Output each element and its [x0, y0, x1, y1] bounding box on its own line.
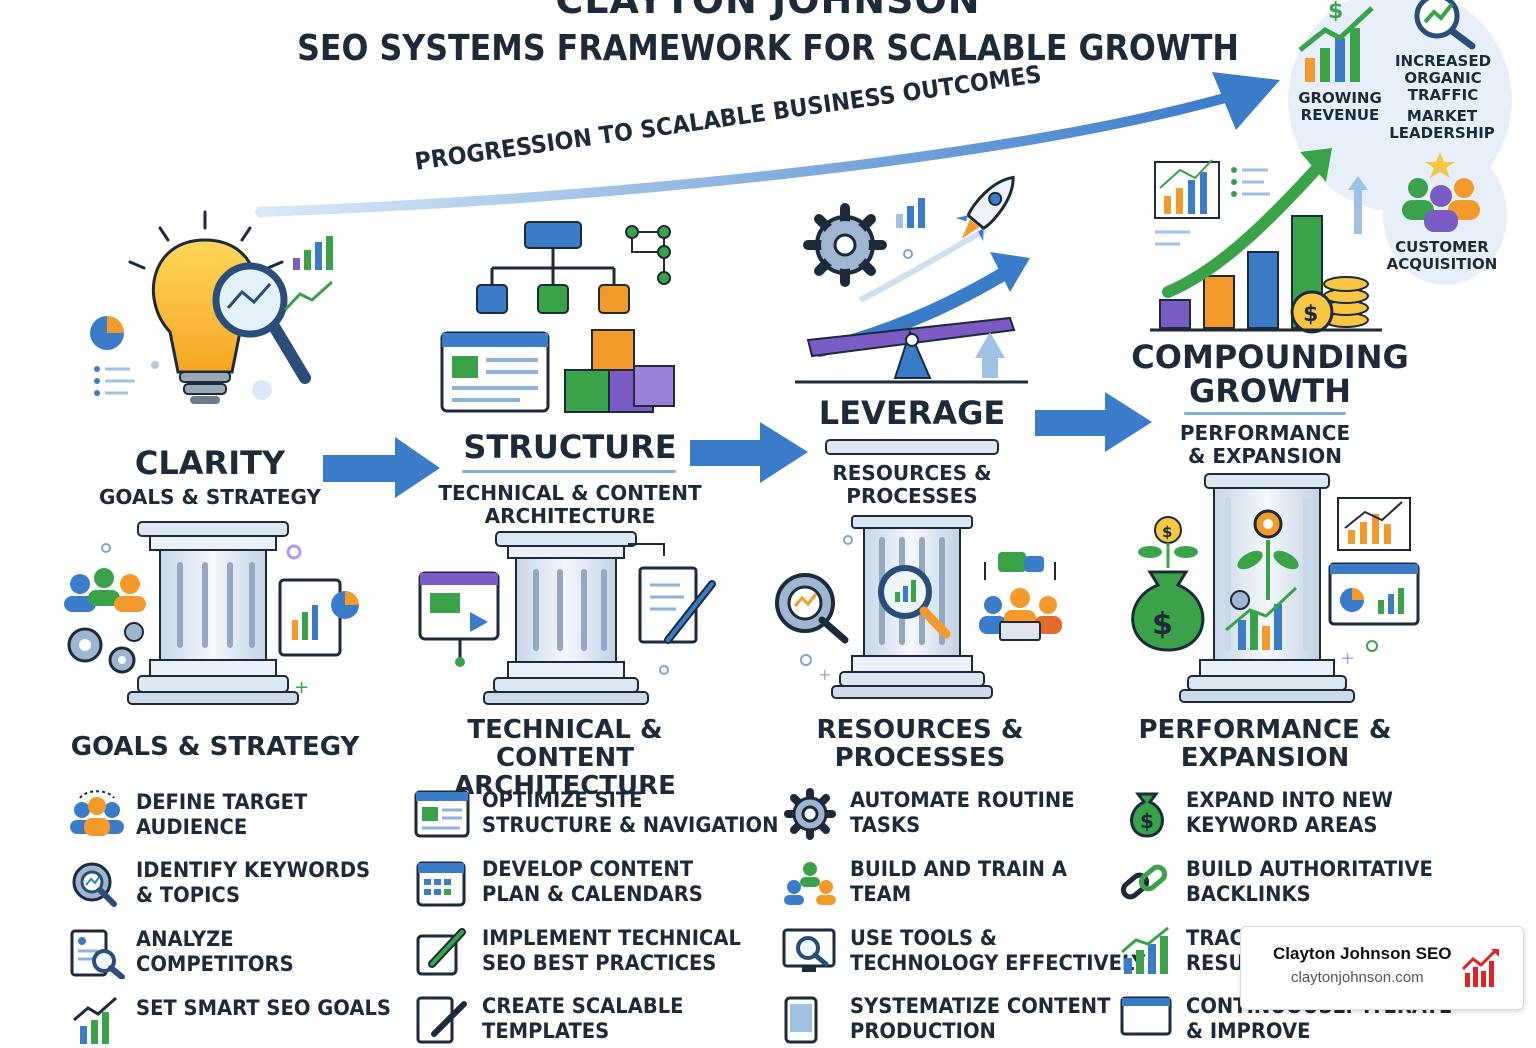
stage-title-clarity: CLARITY: [134, 444, 286, 482]
calendar-icon: [416, 861, 466, 907]
svg-text:$: $: [1162, 523, 1172, 541]
svg-text:+: +: [294, 677, 309, 698]
outcome-growing-revenue: GROWING REVENUE: [1298, 89, 1382, 124]
team-icon: [784, 862, 836, 905]
task-item: DEFINE TARGET AUDIENCE: [66, 790, 320, 842]
pillar-label-clarity: GOALS & STRATEGY: [70, 732, 360, 762]
progression-arrow: [255, 72, 1280, 217]
stage-rule-growth: [1184, 412, 1346, 415]
task-item: BUILD AND TRAIN A TEAM: [780, 857, 1083, 909]
clarity-pillar: +: [64, 521, 359, 705]
brand-badge[interactable]: Clayton Johnson SEO claytonjohnson.com: [1240, 926, 1524, 1010]
svg-text:$: $: [1328, 0, 1343, 24]
task-item: AUTOMATE ROUTINE TASKS: [780, 788, 1091, 840]
people-icon: [70, 790, 124, 836]
task-text: EXPAND INTO NEW KEYWORD AREAS: [1186, 788, 1393, 837]
stage-rule-structure: [462, 470, 676, 473]
task-item: BUILD AUTHORITATIVE BACKLINKS: [1116, 857, 1451, 909]
page-title: SEO SYSTEMS FRAMEWORK FOR SCALABLE GROWT…: [297, 28, 1239, 69]
task-text: AUTOMATE ROUTINE TASKS: [850, 788, 1075, 837]
svg-text:+: +: [818, 665, 831, 684]
task-text: DEFINE TARGET AUDIENCE: [136, 790, 308, 839]
outcomes-bubble: $: [1288, 0, 1512, 285]
svg-text:+: +: [1340, 648, 1355, 669]
growth-illustration: $: [1150, 148, 1382, 334]
task-text: OPTIMIZE SITE STRUCTURE & NAVIGATION: [482, 788, 779, 837]
outcome-market-leadership: MARKET LEADERSHIP: [1389, 107, 1495, 142]
growth-chart-icon: [1461, 949, 1499, 987]
task-text: DEVELOP CONTENT PLAN & CALENDARS: [482, 857, 703, 906]
devices-icon: [784, 996, 818, 1044]
outcome-organic-traffic: INCREASED ORGANIC TRAFFIC: [1394, 52, 1492, 104]
structure-illustration: [440, 221, 675, 413]
stage-subtitle-leverage: RESOURCES & PROCESSES: [832, 461, 992, 508]
outcome-customer-acquisition: CUSTOMER ACQUISITION: [1386, 238, 1498, 273]
task-item: $ EXPAND INTO NEW KEYWORD AREAS: [1116, 788, 1409, 840]
task-text: SYSTEMATIZE CONTENT PRODUCTION: [850, 994, 1111, 1043]
bar-chart-icon: [1121, 926, 1169, 974]
brand-name: Clayton Johnson SEO: [1273, 944, 1452, 963]
framework-illustration: $: [64, 0, 1512, 705]
stage-title-leverage: LEVERAGE: [818, 394, 1006, 432]
task-item: SET SMART SEO GOALS: [66, 996, 410, 1048]
customers-icon: [1402, 152, 1480, 232]
task-item: IMPLEMENT TECHNICAL SEO BEST PRACTICES: [412, 926, 760, 978]
stage-arrow-3: [1035, 392, 1152, 452]
task-text: ANALYZE COMPETITORS: [136, 927, 294, 976]
traffic-search-icon: [1414, 0, 1476, 50]
task-item: ANALYZE COMPETITORS: [66, 927, 306, 979]
stage-title-structure: STRUCTURE: [463, 428, 677, 466]
gear-icon: [784, 788, 836, 840]
task-text: IDENTIFY KEYWORDS & TOPICS: [136, 858, 371, 907]
task-item: OPTIMIZE SITE STRUCTURE & NAVIGATION: [412, 788, 801, 840]
task-item: IDENTIFY KEYWORDS & TOPICS: [66, 858, 388, 910]
document-pen-icon: [416, 996, 467, 1044]
task-item: CREATE SCALABLE TEMPLATES: [412, 994, 699, 1046]
money-bag-icon: $: [1130, 792, 1164, 838]
task-text: BUILD AUTHORITATIVE BACKLINKS: [1186, 857, 1433, 906]
task-item: DEVELOP CONTENT PLAN & CALENDARS: [412, 857, 719, 909]
stage-subtitle-clarity: GOALS & STRATEGY: [98, 485, 321, 509]
stage-arrow-2: [690, 422, 808, 483]
task-item: USE TOOLS & TECHNOLOGY EFFECTIVELY: [780, 926, 1168, 978]
revenue-chart-icon: $: [1298, 0, 1374, 82]
structure-pillar: [418, 531, 716, 705]
task-text: BUILD AND TRAIN A TEAM: [850, 857, 1067, 906]
leverage-pillar: +: [775, 439, 1062, 699]
brand-title: CLAYTON JOHNSON: [555, 0, 981, 22]
task-text: CREATE SCALABLE TEMPLATES: [482, 994, 684, 1043]
task-text: SET SMART SEO GOALS: [136, 996, 391, 1020]
chart-up-icon: [73, 996, 117, 1044]
pillar-label-leverage: RESOURCES & PROCESSES: [816, 715, 1024, 773]
leverage-illustration: [795, 175, 1030, 384]
stage-title-growth: COMPOUNDING GROWTH: [1131, 338, 1409, 410]
browser-icon: [414, 790, 470, 838]
task-text: USE TOOLS & TECHNOLOGY EFFECTIVELY: [850, 926, 1146, 975]
gear-search-icon: [72, 862, 117, 907]
edit-icon: [416, 928, 466, 976]
monitor-chart-icon: [1120, 996, 1172, 1036]
link-icon: [1120, 864, 1168, 900]
monitor-search-icon: [782, 928, 836, 972]
stage-subtitle-structure: TECHNICAL & CONTENT ARCHITECTURE: [438, 481, 702, 528]
stage-arrow-1: [323, 437, 440, 498]
pillar-label-structure: TECHNICAL & CONTENT ARCHITECTURE: [454, 715, 676, 801]
stage-subtitle-growth: PERFORMANCE & EXPANSION: [1179, 421, 1351, 468]
clarity-illustration: [90, 210, 334, 404]
document-search-icon: [70, 929, 125, 979]
brand-url: claytonjohnson.com: [1291, 969, 1424, 986]
task-text: IMPLEMENT TECHNICAL SEO BEST PRACTICES: [482, 926, 741, 975]
task-item: SYSTEMATIZE CONTENT PRODUCTION: [780, 994, 1130, 1046]
svg-text:$: $: [1303, 302, 1318, 327]
svg-text:$: $: [1140, 809, 1154, 833]
svg-text:$: $: [1152, 607, 1173, 642]
pillar-label-growth: PERFORMANCE & EXPANSION: [1138, 715, 1392, 773]
growth-pillar: $ $ +: [1131, 473, 1420, 703]
